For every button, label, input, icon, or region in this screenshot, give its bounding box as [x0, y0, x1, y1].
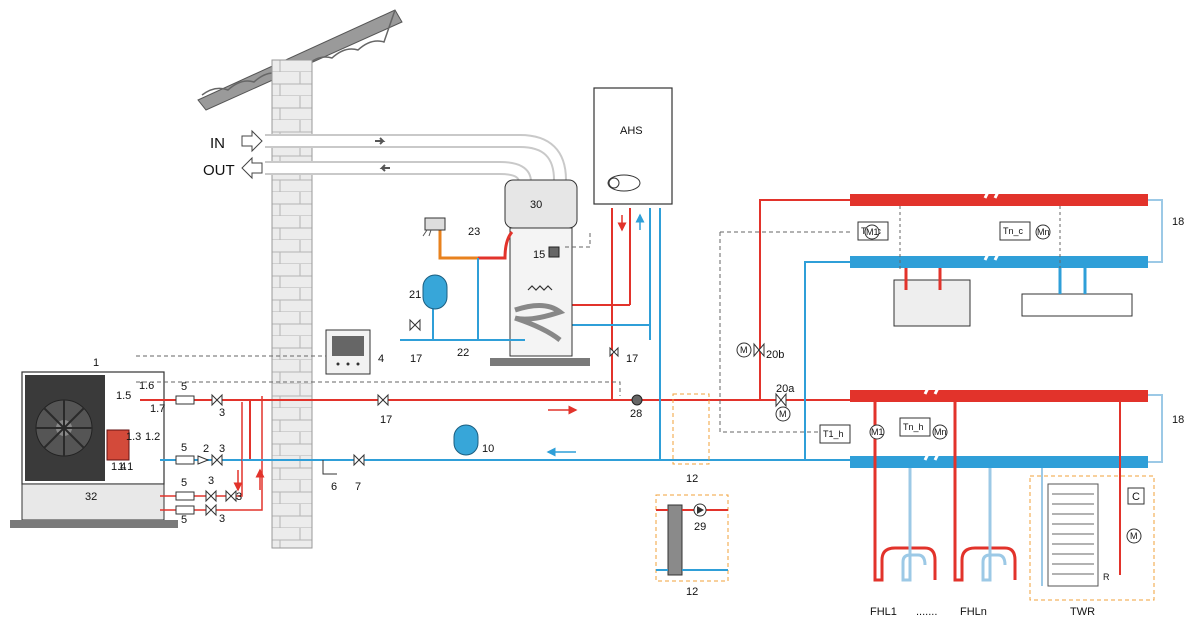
brick-wall [271, 59, 313, 549]
r-label: R [1103, 572, 1110, 582]
components [175, 346, 643, 517]
fhl1-label: FHL1 [870, 606, 897, 618]
label-1: 1 [93, 357, 99, 369]
label-17-ahs: 17 [626, 353, 638, 365]
actuator-mn-c [1035, 224, 1051, 240]
label-5-b: 5 [181, 442, 187, 454]
label-1-7: 1.7 [150, 403, 165, 415]
mn-c-label: Mn [1037, 227, 1050, 237]
m-twr: M [1130, 531, 1138, 541]
label-5-d: 5 [181, 514, 187, 526]
heating-headers [850, 385, 1148, 582]
label-1-2: 1.2 [145, 431, 160, 443]
label-3-a: 3 [219, 407, 225, 419]
thermostat-tnc [999, 221, 1031, 241]
label-1-5: 1.5 [116, 390, 131, 402]
ahs-label: AHS [620, 125, 643, 137]
expansion-vessel-21 [422, 274, 448, 310]
label-17-main: 17 [380, 414, 392, 426]
label-5-c: 5 [181, 477, 187, 489]
controller-4 [136, 230, 621, 396]
label-7: 7 [355, 481, 361, 493]
check-valve-17-dhw [409, 318, 421, 332]
label-3-b: 3 [219, 443, 225, 455]
outdoor-heat-pump-unit [10, 371, 178, 528]
dots-label: ....... [916, 606, 937, 618]
label-18-b: 18 [1172, 414, 1184, 426]
label-12-b: 12 [686, 586, 698, 598]
buffer-12-placeholder [672, 393, 710, 465]
label-2: 2 [203, 443, 209, 455]
towel-radiator [1029, 402, 1155, 601]
buffer-12-detail [655, 494, 729, 582]
thermostat-tnh [899, 417, 931, 437]
m-20a: M [779, 409, 787, 419]
label-3-c: 3 [208, 475, 214, 487]
label-32: 32 [85, 491, 97, 503]
label-3-d: 3 [236, 491, 242, 503]
label-12-a: 12 [686, 473, 698, 485]
sensor-15 [548, 246, 560, 258]
label-3-e: 3 [219, 513, 225, 525]
t1h-label: T1_h [823, 429, 844, 439]
label-20a: 20a [776, 383, 795, 395]
air-ducts [241, 129, 567, 183]
ahs-boiler [593, 87, 673, 205]
label-6: 6 [331, 481, 337, 493]
label-15: 15 [533, 249, 545, 261]
label-23: 23 [468, 226, 480, 238]
actuator-m1-h [869, 424, 885, 440]
m1-h-label: M1 [871, 427, 884, 437]
out-label: OUT [203, 162, 235, 179]
label-17-dhw: 17 [410, 353, 422, 365]
label-21: 21 [409, 289, 421, 301]
label-20b: 20b [766, 349, 784, 361]
label-28: 28 [630, 408, 642, 420]
label-10: 10 [482, 443, 494, 455]
thermostat-t1h [819, 424, 851, 444]
label-30: 30 [530, 199, 542, 211]
dhw-pipes [400, 217, 525, 341]
actuator-mn-h [932, 424, 948, 440]
twr-label: TWR [1070, 606, 1095, 618]
tnc-label: Tn_c [1003, 226, 1024, 236]
label-1-6: 1.6 [139, 380, 154, 392]
label-1-4: 1.4 [111, 461, 126, 473]
tnh-label: Tn_h [903, 422, 924, 432]
actuator-m1-c [864, 224, 880, 240]
cooling-headers [719, 189, 1148, 433]
label-29: 29 [694, 521, 706, 533]
label-4: 4 [378, 353, 384, 365]
main-pipes [140, 199, 1163, 511]
fhln-label: FHLn [960, 606, 987, 618]
label-22: 22 [457, 347, 469, 359]
mn-h-label: Mn [934, 427, 947, 437]
label-1-3: 1.3 [126, 431, 141, 443]
label-18-a: 18 [1172, 216, 1184, 228]
dhw-tank [490, 179, 590, 366]
c-label: C [1132, 491, 1140, 503]
motorized-valves-20 [736, 342, 791, 422]
label-5-a: 5 [181, 381, 187, 393]
in-label: IN [210, 135, 225, 152]
m1-c-label: M1 [866, 227, 879, 237]
m-20b: M [740, 345, 748, 355]
label-1-1: 1.1 [118, 461, 133, 473]
